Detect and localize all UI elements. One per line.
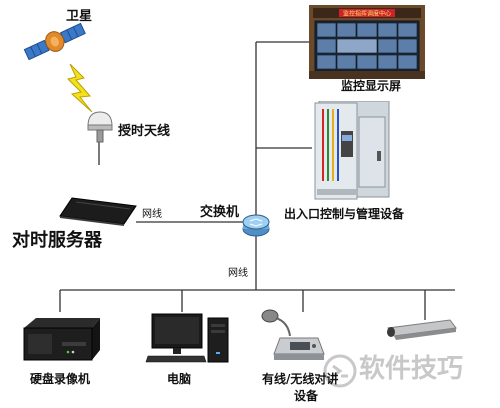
- screen-banner-text: 监控指挥调度中心: [343, 10, 391, 18]
- lightning-bolt-icon: [67, 64, 93, 112]
- time-server-label: 对时服务器: [12, 230, 102, 251]
- network-label-top: 网线: [142, 209, 162, 220]
- video-wall-icon: 监控指挥调度中心: [309, 5, 425, 79]
- watermark-logo-icon: [323, 354, 357, 388]
- switch-label: 交换机: [200, 205, 240, 220]
- monitor-screen-label: 监控显示屏: [341, 79, 402, 93]
- access-control-label: 出入口控制与管理设备: [284, 207, 405, 221]
- network-label-bottom: 网线: [228, 268, 248, 279]
- rack-server-icon: [59, 197, 137, 226]
- intercom-label-line2: 设备: [294, 389, 319, 403]
- antenna-label: 授时天线: [118, 124, 171, 139]
- network-switch-icon: [242, 214, 270, 237]
- satellite-icon: [23, 22, 86, 61]
- control-cabinet-icon: [314, 101, 390, 200]
- surveillance-camera-icon: [387, 319, 457, 340]
- dvr-recorder-icon: [23, 318, 100, 361]
- desktop-computer-icon: [145, 313, 229, 363]
- intercom-label-line1: 有线/无线对讲: [262, 372, 339, 386]
- computer-label: 电脑: [167, 372, 192, 386]
- satellite-label: 卫星: [66, 9, 93, 24]
- dvr-label: 硬盘录像机: [30, 372, 91, 386]
- intercom-microphone-icon: [261, 309, 325, 360]
- gps-antenna-icon: [87, 111, 113, 143]
- watermark-text: 软件技巧: [359, 354, 464, 384]
